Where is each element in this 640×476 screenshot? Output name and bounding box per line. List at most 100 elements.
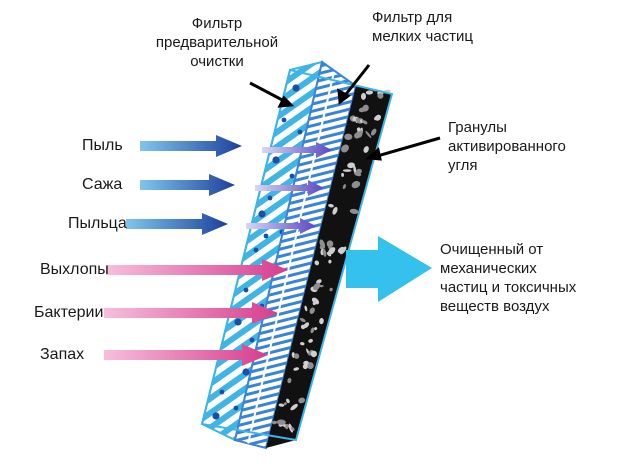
particle-dot — [233, 405, 239, 411]
output-label: Очищенный от механических частиц и токси… — [440, 241, 577, 315]
carbon-granule — [319, 284, 324, 288]
carbon-granule — [356, 127, 361, 132]
pollutant-arrow — [140, 135, 242, 157]
carbon-granule — [309, 307, 315, 314]
carbon-granule — [360, 92, 367, 100]
pollutant-label-soot: Сажа — [82, 176, 123, 193]
pollutant-arrow — [106, 259, 288, 281]
carbon-granule — [347, 162, 355, 169]
carbon-granule — [293, 353, 300, 359]
carbon-granule — [308, 338, 313, 343]
particle-dot — [243, 287, 249, 293]
carbon-granule — [283, 402, 287, 406]
carbon-granule — [377, 93, 384, 99]
carbon-granule — [332, 206, 338, 215]
particle-dot — [253, 247, 259, 253]
carbon-pointer — [373, 136, 441, 159]
carbon-granule — [303, 360, 309, 366]
carbon-granule — [327, 247, 336, 255]
particle-dot — [297, 129, 303, 135]
particle-dot — [249, 337, 255, 343]
carbon-granule — [287, 377, 292, 384]
inner-arrow — [262, 142, 332, 158]
carbon-granule — [353, 165, 357, 173]
output-arrow — [346, 236, 432, 302]
particle-dot — [234, 318, 242, 326]
carbon-granule — [365, 90, 373, 95]
carbon-granule — [293, 367, 300, 371]
carbon-granule — [316, 279, 322, 284]
particle-dot — [212, 412, 220, 420]
particle-dot — [267, 195, 273, 201]
carbon-granule — [314, 260, 320, 266]
pollutant-label-exhaust: Выхлопы — [40, 261, 109, 278]
carbon-granule — [328, 259, 332, 264]
carbon-granule — [326, 251, 332, 257]
carbon-granule — [319, 239, 326, 249]
particle-dot — [281, 117, 287, 123]
carbon-granule — [286, 398, 290, 404]
carbon-granule — [310, 350, 318, 358]
particle-dot — [219, 389, 225, 395]
carbon-granule — [298, 397, 306, 404]
carbon-granules — [271, 88, 391, 433]
carbon-granule — [314, 327, 318, 331]
particle-dot — [292, 84, 300, 92]
carbon-granule — [304, 305, 308, 312]
inner-arrow — [255, 180, 324, 196]
fine-filter-pointer — [341, 64, 371, 99]
carbon-granule — [363, 120, 368, 125]
carbon-granule — [300, 324, 306, 330]
pollutant-arrow — [140, 174, 235, 196]
carbon-granule — [375, 115, 382, 121]
pollutant-arrow — [126, 213, 228, 235]
inner-arrows — [246, 142, 332, 234]
carbon-granule — [341, 172, 345, 177]
prefilter-label: Фильтр предварительной очистки — [155, 15, 279, 70]
carbon-granule — [322, 248, 327, 257]
pollutant-label-odor: Запах — [40, 346, 85, 363]
carbon-granule — [358, 107, 366, 113]
carbon-granule — [342, 169, 352, 172]
carbon-granule — [344, 133, 353, 141]
carbon-granule — [290, 403, 298, 411]
carbon-granule — [299, 318, 306, 323]
carbon-granule — [354, 171, 362, 177]
fine-filter-label: Фильтр для мелких частиц — [372, 9, 474, 45]
carbon-pointer-head — [365, 147, 382, 161]
carbon-granule — [300, 342, 305, 346]
carbon-granule — [290, 426, 295, 431]
inner-arrow — [246, 218, 316, 234]
carbon-granule — [351, 180, 361, 189]
filter-outline — [200, 68, 394, 442]
particle-dot — [242, 368, 250, 376]
carbon-label: Гранулы активированного угля — [448, 119, 566, 174]
prefilter-pointer-head — [277, 95, 295, 108]
carbon-granule — [341, 144, 349, 153]
pollutant-label-dust: Пыль — [82, 137, 123, 154]
particle-dot — [289, 173, 295, 179]
carbon-granule — [285, 423, 289, 430]
carbon-granule — [354, 132, 361, 139]
pollutant-arrow — [104, 302, 278, 324]
carbon-granule — [370, 128, 377, 136]
pointer-lines — [249, 64, 441, 161]
carbon-granule — [302, 364, 308, 370]
particle-dot — [272, 156, 280, 164]
carbon-granule — [363, 146, 369, 153]
carbon-granule — [329, 287, 333, 292]
carbon-granule — [312, 302, 317, 306]
particle-dot — [258, 210, 266, 218]
pollutant-arrow — [104, 344, 268, 366]
carbon-granule — [349, 208, 359, 214]
carbon-granule — [306, 362, 314, 370]
carbon-granule — [338, 249, 343, 254]
incoming-arrows — [104, 135, 288, 366]
particle-dot — [263, 233, 269, 239]
carbon-granule — [310, 327, 315, 334]
carbon-granule — [328, 203, 334, 208]
carbon-granule — [319, 318, 324, 325]
carbon-granule — [278, 403, 285, 407]
